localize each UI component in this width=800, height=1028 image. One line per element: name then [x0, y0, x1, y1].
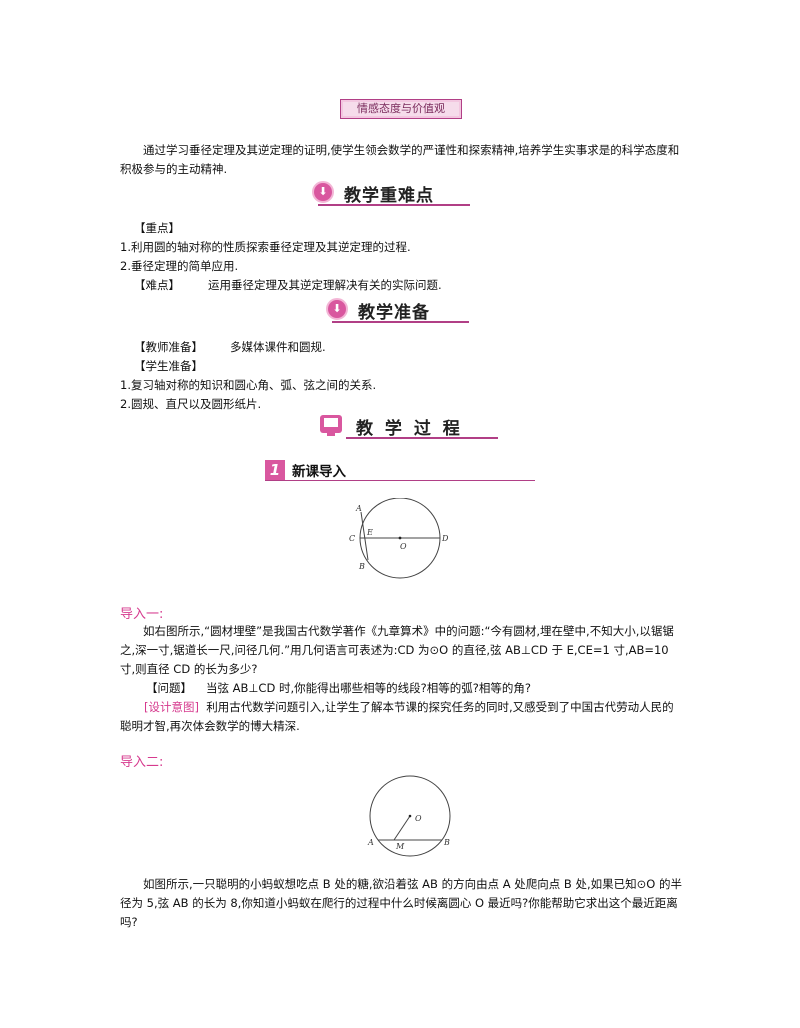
lesson-title: 新课导入 — [292, 464, 346, 480]
label-m: M — [395, 842, 405, 851]
section-underline — [318, 204, 470, 206]
hard-label: 【难点】 — [134, 278, 180, 292]
section-difficulty-title: 教学重难点 — [344, 186, 434, 206]
intro2-paragraph: 如图所示,一只聪明的小蚂蚁想吃点 B 处的糖,欲沿着弦 AB 的方向由点 A 处… — [120, 877, 682, 929]
figure-circle-chord: A B C D E O — [349, 498, 449, 579]
student-prep-item-1: 1.复习轴对称的知识和圆心角、弧、弦之间的关系. — [120, 378, 377, 392]
label-b: B — [358, 562, 365, 571]
intro-paragraph: 通过学习垂径定理及其逆定理的证明,使学生领会数学的严谨性和探索精神,培养学生实事… — [120, 143, 680, 176]
section-prep-title: 教学准备 — [358, 303, 430, 323]
intro2-heading: 导入二: — [120, 755, 164, 770]
teacher-prep-label: 【教师准备】 — [134, 340, 203, 354]
key-item-1: 1.利用圆的轴对称的性质探索垂径定理及其逆定理的过程. — [120, 240, 411, 254]
lesson-underline — [265, 480, 535, 481]
student-prep-item-2: 2.圆规、直尺以及圆形纸片. — [120, 397, 262, 411]
label-o: O — [415, 814, 422, 823]
label-a: A — [355, 504, 362, 513]
label-c: C — [349, 534, 355, 543]
segment-om — [393, 815, 411, 841]
label-d: D — [441, 534, 449, 543]
center-point — [408, 814, 412, 818]
chord-ab — [360, 511, 369, 561]
teacher-prep-text: 多媒体课件和圆规. — [230, 340, 326, 354]
figure-ant-chord: A B M O — [367, 775, 451, 857]
section-underline — [332, 321, 469, 323]
section-process-title: 教 学 过 程 — [356, 419, 463, 439]
key-item-2: 2.垂径定理的简单应用. — [120, 259, 239, 273]
hard-text: 运用垂径定理及其逆定理解决有关的实际问题. — [208, 278, 442, 292]
design-text: 利用古代数学问题引入,让学生了解本节课的探究任务的同时,又感受到了中国古代劳动人… — [120, 700, 674, 733]
emotion-values-badge: 情感态度与价值观 — [340, 99, 462, 119]
label-b: B — [443, 838, 450, 847]
question-label: 【问题】 — [146, 681, 192, 695]
design-label: [设计意图] — [144, 700, 199, 714]
key-label: 【重点】 — [134, 221, 180, 235]
monitor-icon — [320, 415, 342, 436]
lesson-number-badge: 1 — [265, 460, 285, 480]
question-text: 当弦 AB⊥CD 时,你能得出哪些相等的线段?相等的弧?相等的角? — [206, 681, 531, 695]
design-intent: [设计意图] 利用古代数学问题引入,让学生了解本节课的探究任务的同时,又感受到了… — [120, 698, 682, 736]
section-process-header: 教 学 过 程 — [320, 413, 500, 439]
badge-title: 情感态度与价值观 — [343, 102, 459, 116]
download-arrow-icon — [312, 181, 334, 203]
center-point — [398, 536, 402, 540]
section-difficulty-header: 教学重难点 — [312, 180, 472, 206]
label-e: E — [366, 528, 373, 537]
label-o: O — [400, 542, 407, 551]
download-arrow-icon — [326, 298, 348, 320]
intro1-heading: 导入一: — [120, 607, 164, 622]
circle-o — [369, 775, 451, 857]
intro1-paragraph: 如右图所示,“圆材埋壁”是我国古代数学著作《九章算术》中的问题:“今有圆材,埋在… — [120, 624, 674, 676]
student-prep-label: 【学生准备】 — [134, 359, 203, 373]
label-a: A — [367, 838, 374, 847]
section-prep-header: 教学准备 — [326, 297, 471, 323]
section-underline — [346, 437, 498, 439]
